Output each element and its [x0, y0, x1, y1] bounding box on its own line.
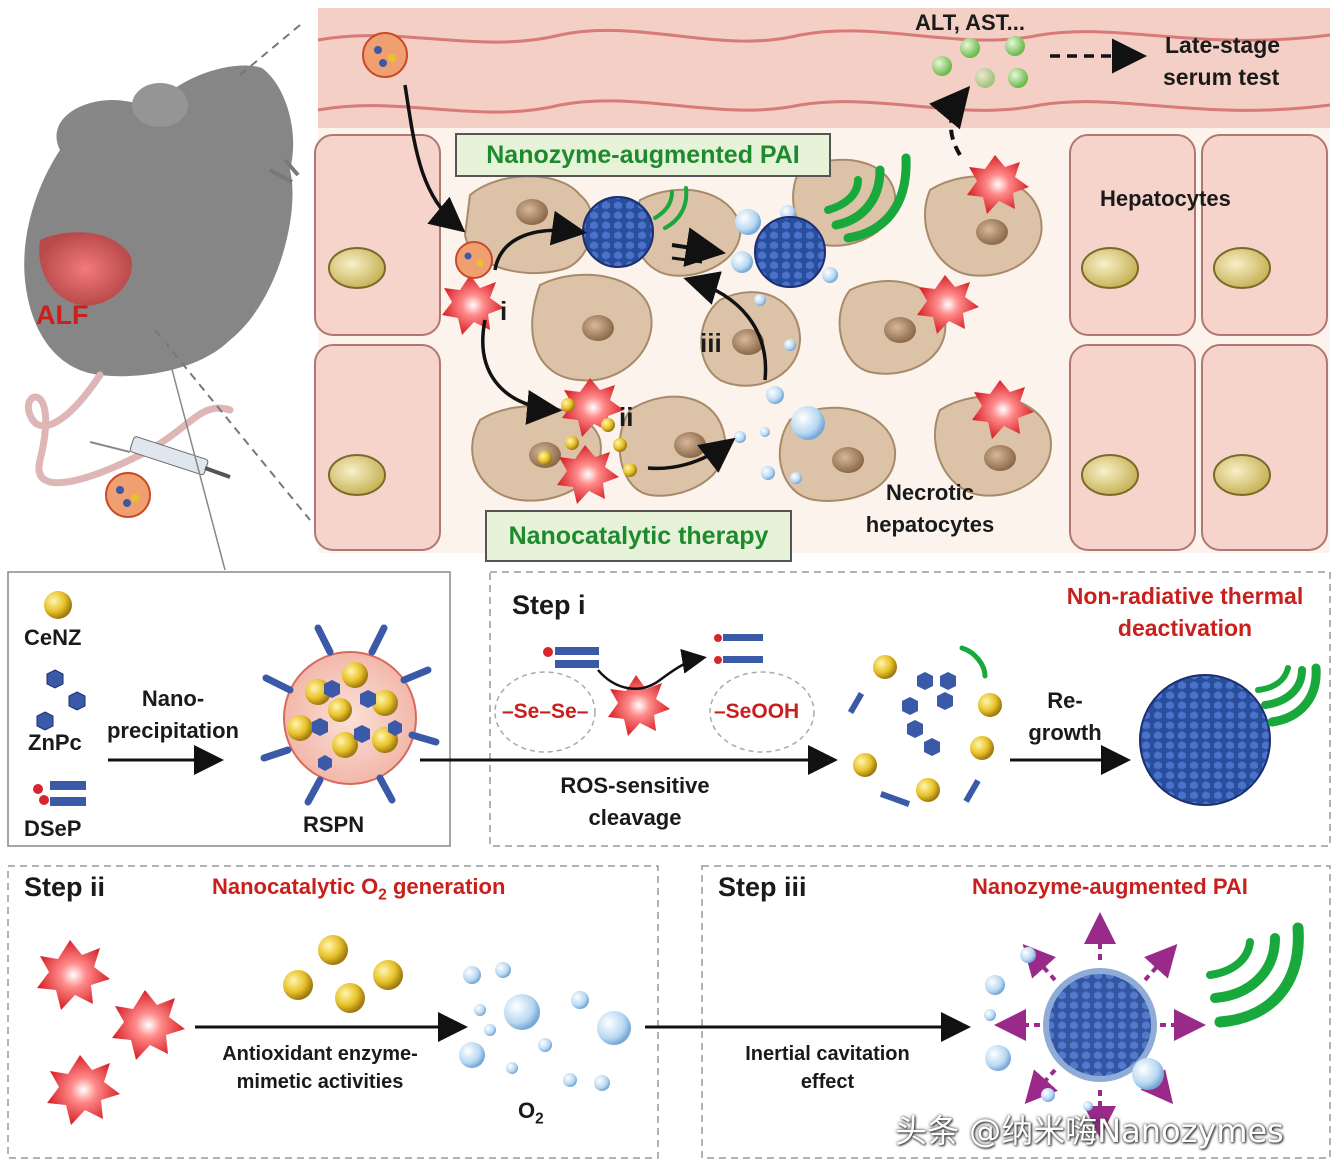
hepatocyte-column-left [314, 134, 441, 551]
nanozyme-aggregate-1 [582, 196, 654, 268]
step-i-panel [489, 571, 1331, 847]
dsep-linker-left [543, 647, 599, 668]
nano-line-2: precipitation [106, 718, 239, 743]
step-iii-panel [701, 865, 1331, 1159]
regrowth-line-2: growth [1028, 720, 1102, 745]
arrow-step-iii [683, 271, 768, 381]
hepatocyte-column-right [1069, 134, 1328, 551]
rspn-in-vessel [362, 32, 408, 78]
roman-iii-label: iii [700, 328, 722, 358]
rspn-in-tissue [455, 241, 493, 279]
nonrad-line-1: Non-radiative thermal [1066, 583, 1304, 609]
ros-cluster-step-ii [37, 940, 185, 1125]
dsep-label: DSeP [24, 816, 82, 841]
cavitation-label: Inertial cavitation effect [710, 1040, 945, 1096]
nanozyme-step-iii [1043, 968, 1157, 1082]
znpc-icon [36, 669, 86, 731]
rspn-particle [260, 624, 440, 806]
step-iii-subtitle: Nanozyme-augmented PAI [972, 874, 1248, 899]
arrow-regrowth-tissue [671, 227, 726, 267]
o2-label: O2 [518, 1098, 544, 1128]
arrow-bubble-release [647, 437, 736, 473]
antioxidant-label: Antioxidant enzyme- mimetic activities [190, 1040, 450, 1096]
serum-test-label: serum test [1163, 64, 1280, 90]
o2-sub: 2 [535, 1110, 544, 1128]
ros-line-1: ROS-sensitive [560, 773, 710, 798]
alf-label: ALF [36, 300, 89, 330]
necrotic-line-2: hepatocytes [865, 512, 995, 537]
regrowth-label: Re- growth [1010, 685, 1120, 749]
cenz-icon [44, 591, 72, 619]
anti-line-1: Antioxidant enzyme- [222, 1043, 418, 1065]
serum-marker-balls [932, 36, 1028, 88]
pointer-line [154, 304, 226, 571]
step-ii-title: Step ii [24, 872, 106, 902]
synthesis-panel [7, 571, 451, 847]
o2-bubbles-step-ii [459, 962, 631, 1091]
nano-line-1: Nano- [141, 686, 205, 711]
dsep-icon [33, 781, 86, 806]
anti-line-2: mimetic activities [236, 1071, 404, 1093]
cav-line-2: effect [800, 1071, 855, 1093]
roman-ii-label: ii [619, 402, 634, 432]
nanoprecipitation-label: Nano- precipitation [98, 683, 248, 747]
rspn-at-syringe [105, 472, 151, 518]
regrowth-line-1: Re- [1047, 688, 1083, 713]
o2-main: O [518, 1098, 536, 1123]
arrow-step-i [493, 210, 587, 271]
step-i-title: Step i [512, 590, 586, 620]
sese-label: –Se–Se– [502, 700, 589, 723]
step-iii-title: Step iii [718, 872, 807, 902]
necrotic-label: Necrotic hepatocytes [840, 477, 1020, 541]
rspn-label: RSPN [303, 812, 365, 837]
release-arrow [929, 85, 971, 157]
released-components [847, 645, 1002, 807]
sese-bubble [494, 671, 596, 753]
watermark: 头条 @纳米嗨Nanozymes [895, 1112, 1284, 1150]
arrow-enter-tissue [403, 84, 466, 233]
cenz-step-ii [283, 935, 403, 1013]
seooh-label: –SeOOH [714, 700, 800, 723]
o2-gen-pre: Nanocatalytic O [212, 874, 379, 899]
seooh-bubble [709, 671, 815, 753]
pa-signal-step-iii [1206, 922, 1304, 1028]
nonradiative-label: Non-radiative thermal deactivation [1030, 580, 1340, 644]
ros-icon-step-i [608, 675, 670, 736]
alt-ast-label: ALT, AST... [915, 10, 1025, 35]
cenz-label: CeNZ [24, 625, 82, 650]
nanocatalytic-therapy-box: Nanocatalytic therapy [485, 510, 792, 562]
nanozyme-pai-box: Nanozyme-augmented PAI [455, 133, 831, 177]
mouse-illustration [24, 65, 300, 487]
arrow-step-ii [481, 319, 562, 425]
pa-signal-tissue [653, 153, 911, 243]
znpc-label: ZnPc [28, 730, 82, 755]
blood-vessel [318, 8, 1330, 128]
cleavage-curve-arrow [597, 648, 707, 690]
dsep-cleaved-right [714, 634, 763, 664]
o2-gen-post: generation [386, 874, 506, 899]
regrown-nanozyme [1139, 674, 1271, 806]
step-ii-subtitle: Nanocatalytic O2 generation [212, 874, 505, 904]
ros-line-2: cleavage [588, 805, 682, 830]
o2-bubbles-step-iii [984, 947, 1164, 1111]
syringe-icon [89, 436, 231, 479]
o2-gen-sub: 2 [378, 886, 387, 904]
late-stage-label: Late-stage [1165, 32, 1281, 58]
roman-i-label: i [500, 296, 508, 326]
hepatocytes-label: Hepatocytes [1100, 186, 1231, 211]
step-ii-panel [7, 865, 659, 1159]
nanozyme-aggregate-2 [754, 216, 826, 288]
cav-line-1: Inertial cavitation [745, 1043, 910, 1065]
cenz-particles-tissue [538, 398, 637, 477]
ros-cleavage-label: ROS-sensitive cleavage [535, 770, 735, 834]
pa-signal-step-i [1255, 663, 1321, 727]
nonrad-line-2: deactivation [1117, 615, 1253, 641]
necrotic-line-1: Necrotic [885, 480, 975, 505]
